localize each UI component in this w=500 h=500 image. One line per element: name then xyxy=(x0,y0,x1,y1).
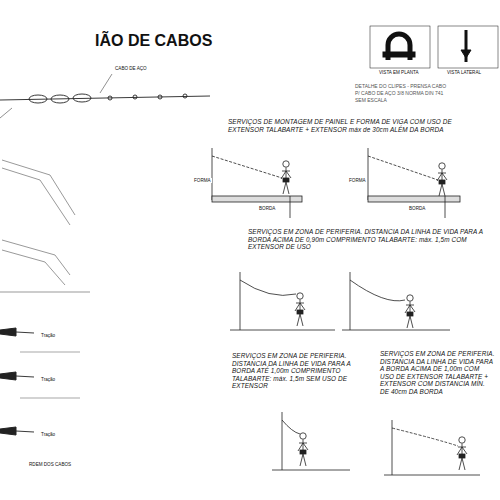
safety-note: SERVIÇOS DE MONTAGEM DE PAINEL E FORMA D… xyxy=(228,118,463,133)
force-label: Tração xyxy=(40,432,56,437)
periphery-scene-4 xyxy=(384,420,480,475)
force-label: Tração xyxy=(40,377,56,382)
part-label: FORMA xyxy=(193,178,212,183)
safety-note: SERVIÇOS EM ZONA DE PERIFERIA. DISTANCIA… xyxy=(248,228,493,251)
cable-terminations xyxy=(0,328,80,435)
drawing-title: IÃO DE CABOS xyxy=(95,32,212,51)
detail-spec: P/ CABO DE AÇO 3/8 NORMA DIN 741 xyxy=(355,91,443,97)
safety-note: SERVIÇOS EM ZONA DE PERIFERIA. DISTANCIA… xyxy=(380,350,495,395)
view-label: VISTA LATERAL xyxy=(446,70,482,75)
safety-note: SERVIÇOS EM ZONA DE PERIFERIA. DISTANCIA… xyxy=(232,352,372,390)
part-label: BORDA xyxy=(258,206,276,211)
part-label: CABO DE AÇO xyxy=(114,66,148,71)
periphery-scene-2 xyxy=(230,272,450,330)
view-label: VISTA EM PLANTA xyxy=(378,70,420,75)
force-label: Tração xyxy=(40,333,56,338)
panel-scene-1 xyxy=(212,148,460,218)
part-label: FORMA xyxy=(348,178,367,183)
part-label: BORDA xyxy=(408,206,426,211)
cable-fan-lines xyxy=(0,160,90,292)
periphery-scene-3 xyxy=(272,412,350,470)
clip-detail xyxy=(370,26,498,68)
detail-title: DETALHE DO CLIPES - PRENSA CABO xyxy=(355,84,446,90)
cable-splice xyxy=(0,74,210,118)
section-label: RDEM DOS CABOS xyxy=(28,462,72,467)
scale-note: SEM ESCALA xyxy=(355,98,387,104)
